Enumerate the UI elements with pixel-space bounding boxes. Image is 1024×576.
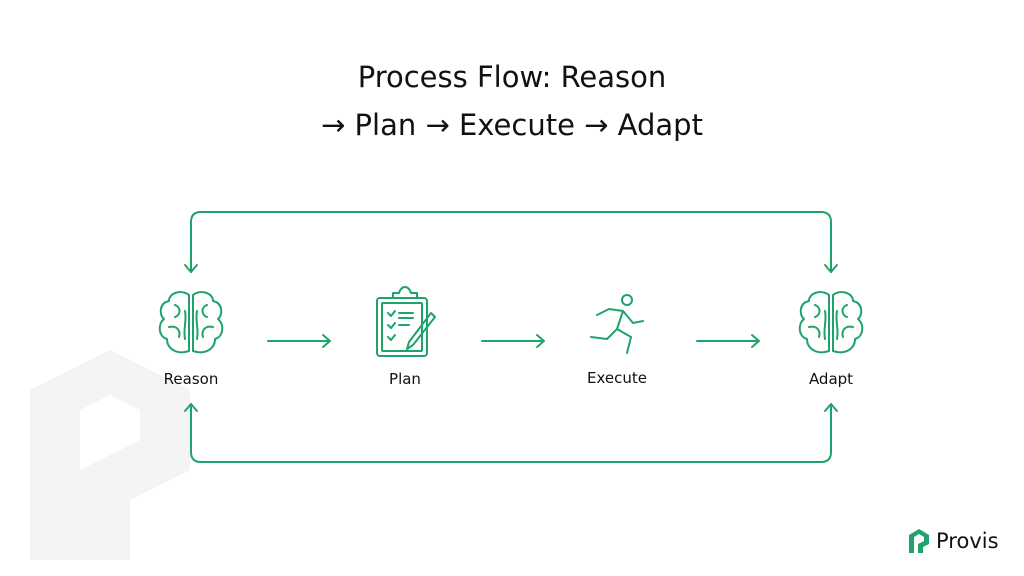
clipboard-checklist-icon	[376, 286, 436, 357]
arrow-reason-to-plan	[267, 334, 331, 348]
arrow-execute-to-adapt	[696, 334, 760, 348]
brand-logo: Provis	[908, 528, 999, 554]
bottom-feedback-loop	[184, 403, 838, 463]
diagram-title-line-2: → Plan → Execute → Adapt	[321, 108, 703, 142]
step-label-execute: Execute	[587, 369, 647, 387]
brand-name: Provis	[936, 529, 999, 553]
step-label-adapt: Adapt	[808, 370, 854, 388]
arrowhead-down-right	[824, 264, 838, 273]
provis-logo-icon	[909, 529, 929, 553]
brain-icon	[158, 291, 224, 354]
step-label-plan: Plan	[389, 370, 421, 388]
arrowhead-down-left	[184, 264, 198, 273]
watermark-logo-icon	[30, 350, 190, 560]
running-person-icon	[590, 294, 644, 354]
top-feedback-loop	[184, 211, 838, 273]
diagram-title-line-1: Process Flow: Reason	[357, 60, 667, 94]
step-label-reason: Reason	[163, 370, 219, 388]
arrowhead-up-right	[824, 403, 838, 412]
brain-icon	[798, 291, 864, 354]
arrowhead-up-left	[184, 403, 198, 412]
arrow-plan-to-execute	[481, 334, 545, 348]
